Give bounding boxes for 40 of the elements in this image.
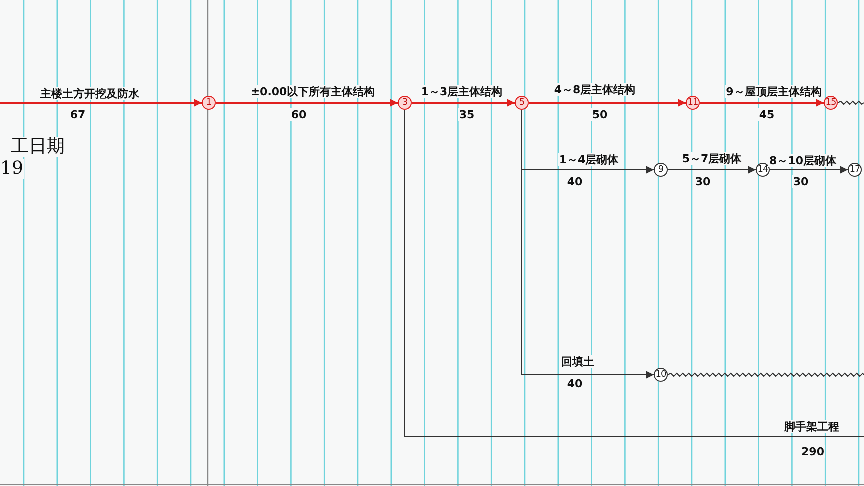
duration-label: 45 bbox=[758, 108, 776, 122]
edge-label: 1～4层砌体 bbox=[558, 154, 620, 166]
event-circle: 10 bbox=[654, 368, 668, 382]
duration-label: 40 bbox=[566, 378, 584, 390]
duration-label: 30 bbox=[694, 176, 712, 188]
activity-arrow bbox=[700, 99, 824, 107]
duration-label: 40 bbox=[566, 176, 584, 188]
event-circle: 11 bbox=[686, 96, 700, 110]
activity-arrow bbox=[216, 99, 398, 107]
duration-label: 50 bbox=[591, 108, 609, 122]
duration-label: 290 bbox=[800, 446, 826, 458]
activity-arrow bbox=[770, 166, 848, 174]
event-circle: 17 bbox=[848, 163, 862, 177]
free-float-line bbox=[668, 372, 864, 378]
edge-label: 5～7层砌体 bbox=[681, 152, 743, 166]
edge-label: 脚手架工程 bbox=[784, 420, 840, 434]
activity-arrow bbox=[529, 99, 686, 107]
duration-label: 67 bbox=[69, 108, 87, 122]
activity-arrow bbox=[412, 99, 515, 107]
edge-label: ±0.00以下所有主体结构 bbox=[250, 86, 376, 98]
event-circle: 15 bbox=[824, 96, 838, 110]
event-circle: 14 bbox=[756, 163, 770, 177]
event-circle: 5 bbox=[515, 96, 529, 110]
date-label: 19 bbox=[0, 159, 24, 179]
edge-label: 1～3层主体结构 bbox=[420, 86, 504, 98]
date-label: 工日期 bbox=[10, 137, 66, 157]
edge-label: 9～屋顶层主体结构 bbox=[725, 86, 823, 98]
free-float-line bbox=[838, 100, 864, 106]
edge-label: 主楼土方开挖及防水 bbox=[40, 88, 140, 100]
duration-label: 35 bbox=[458, 108, 476, 122]
edge-label: 8～10层砌体 bbox=[768, 154, 838, 168]
activity-arrow bbox=[668, 166, 756, 174]
edge-label: 4～8层主体结构 bbox=[553, 84, 637, 96]
duration-label: 60 bbox=[290, 108, 308, 122]
edge-label: 回填土 bbox=[560, 356, 596, 368]
event-circle: 9 bbox=[654, 163, 668, 177]
event-circle: 3 bbox=[398, 96, 412, 110]
event-circle: 1 bbox=[202, 96, 216, 110]
activity-arrow bbox=[0, 99, 202, 107]
duration-label: 30 bbox=[792, 176, 810, 188]
